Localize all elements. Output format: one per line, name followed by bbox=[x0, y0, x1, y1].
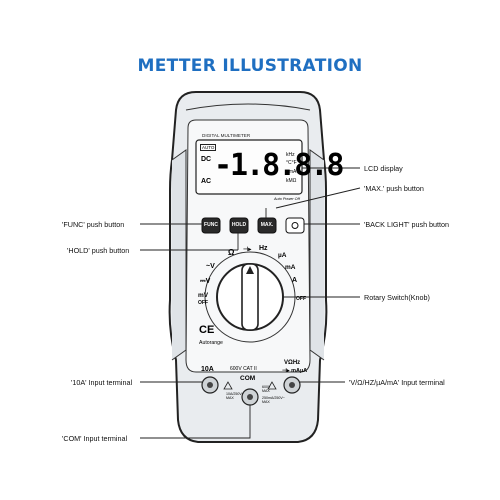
leader-com bbox=[140, 405, 251, 439]
auto-badge: AUTO bbox=[200, 144, 217, 151]
warning-triangle-left bbox=[223, 381, 233, 390]
terminal-10a-hole bbox=[207, 382, 213, 388]
auto-power-off-label: Auto Power Off bbox=[274, 197, 300, 201]
terminal-com-label: COM bbox=[240, 375, 256, 382]
lcd-dc: DC bbox=[201, 156, 212, 163]
ten-a-rating: 10A/250V~ MAX bbox=[226, 392, 244, 400]
vohz-rating: 250mA/250V~ MAX bbox=[262, 396, 285, 404]
holster-top-band bbox=[185, 103, 311, 111]
func-button[interactable] bbox=[201, 217, 221, 234]
dial-acv-label: ~V bbox=[206, 263, 215, 270]
callout-backlight: 'BACK LIGHT' push button bbox=[364, 220, 450, 229]
lcd-micro-a: µmA bbox=[286, 169, 297, 175]
callout-rotary: Rotary Switch(Knob) bbox=[364, 293, 430, 302]
autorange-label: Autorange bbox=[199, 340, 223, 346]
callout-lcd: LCD display bbox=[364, 164, 403, 173]
dial-ohm-label: Ω bbox=[228, 248, 235, 257]
terminal-vohz-label: VΩHz bbox=[284, 360, 301, 366]
holster-right-grip bbox=[309, 149, 325, 361]
leader-max bbox=[275, 187, 361, 209]
dial-ua-label: µA bbox=[278, 252, 287, 259]
warning-triangle-right bbox=[267, 381, 277, 390]
terminal-uama-label: ⊣▸ mAµA bbox=[282, 368, 308, 374]
hold-button[interactable] bbox=[229, 217, 249, 234]
dial-ma-label: mA bbox=[285, 264, 296, 271]
max-button[interactable] bbox=[257, 217, 277, 234]
lcd-kmohm: kMΩ bbox=[286, 178, 297, 184]
dial-off-right-label: OFF bbox=[296, 296, 306, 302]
max-button-label: MAX. bbox=[260, 222, 274, 228]
terminal-10a-label: 10A bbox=[201, 366, 214, 373]
callout-com: 'COM' Input terminal bbox=[62, 434, 128, 443]
meter-top-label: DIGITAL MULTIMETER bbox=[202, 133, 251, 138]
callout-vohz: 'V/Ω/HZ/µA/mA' Input terminal bbox=[349, 378, 445, 387]
cat-rating-label: 600V CAT II bbox=[230, 366, 257, 372]
rotary-pointer bbox=[246, 266, 254, 274]
rotary-knob-grip[interactable] bbox=[241, 263, 259, 331]
lcd-screen bbox=[195, 139, 303, 195]
com-rating: 600V MAX bbox=[262, 385, 271, 393]
holster-left-grip bbox=[171, 149, 187, 361]
dial-diode-label: ⊣▸ bbox=[243, 247, 252, 253]
lcd-ac: AC bbox=[201, 178, 212, 185]
backlight-icon bbox=[291, 222, 299, 229]
backlight-button[interactable] bbox=[285, 217, 305, 234]
dial-hz-label: Hz bbox=[259, 245, 268, 252]
callout-hold: 'HOLD' push button bbox=[67, 246, 130, 255]
hold-button-label: HOLD bbox=[231, 222, 247, 228]
terminal-com-hole bbox=[247, 394, 253, 400]
lcd-digits: -1.8.8.8 bbox=[214, 148, 344, 183]
callout-func: 'FUNC' push button bbox=[62, 220, 125, 229]
ce-mark: CE bbox=[199, 324, 215, 336]
callout-10a: '10A' Input terminal bbox=[71, 378, 133, 387]
terminal-vohz-hole bbox=[289, 382, 295, 388]
page-title: METTER ILLUSTRATION bbox=[137, 56, 363, 76]
lcd-temp: °C°F bbox=[286, 160, 297, 166]
dial-mv-label: mV bbox=[198, 292, 209, 299]
callout-max: 'MAX.' push button bbox=[364, 184, 424, 193]
lcd-khz: kHz bbox=[286, 152, 295, 158]
func-button-label: FUNC bbox=[204, 222, 218, 228]
dial-dcv-label: ⎓V bbox=[200, 278, 211, 285]
dial-off-left-label: OFF bbox=[198, 300, 208, 306]
dial-a-label: A bbox=[292, 277, 298, 284]
